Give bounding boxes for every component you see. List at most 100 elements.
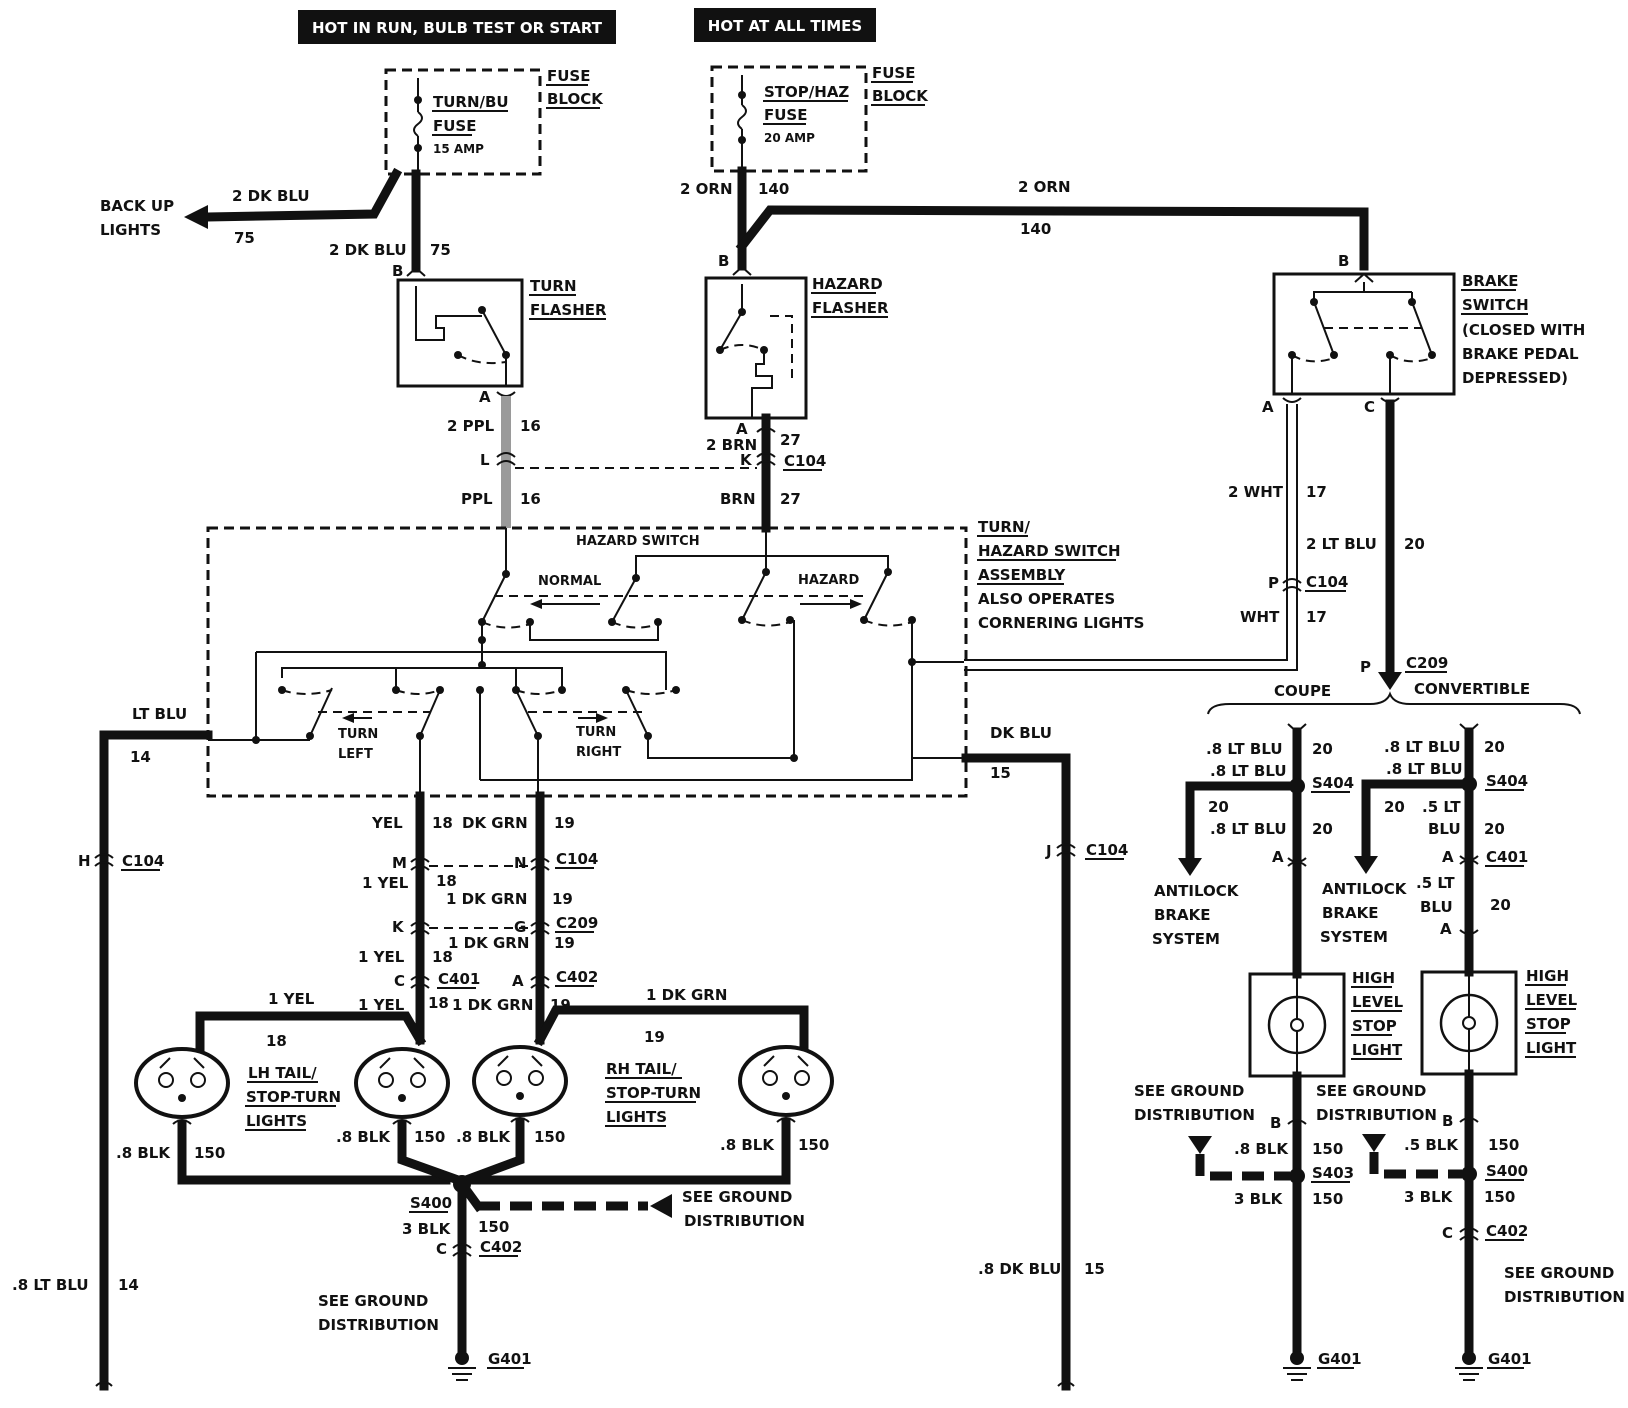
main-circuit: 150 <box>478 1218 509 1236</box>
coupe-abs2: BRAKE <box>1154 906 1210 924</box>
conv-abs2: BRAKE <box>1322 904 1378 922</box>
hazard-flasher-line2: FLASHER <box>812 299 889 317</box>
fuse-right-name1: STOP/HAZ <box>764 83 849 101</box>
conv-w1: .8 LT BLU <box>1384 738 1461 756</box>
main-see2: DISTRIBUTION <box>684 1212 805 1230</box>
conv-w3a: .5 LT <box>1422 798 1461 816</box>
main-ground-id: G401 <box>488 1350 532 1368</box>
conv-c3: 20 <box>1484 820 1505 838</box>
turn-left-label1: TURN <box>338 727 378 742</box>
g4-circuit: 150 <box>798 1136 829 1154</box>
grn-w3: 1 DK GRN <box>448 934 529 952</box>
g3-wire: .8 BLK <box>456 1128 511 1146</box>
fuse-left-name1: TURN/BU <box>433 93 509 111</box>
brake-switch-line1: BRAKE <box>1462 272 1518 290</box>
header-all-times: HOT AT ALL TIMES <box>694 8 876 42</box>
fuse-right-name2: FUSE <box>764 106 807 124</box>
ppl-lower-circuit: 16 <box>520 490 541 508</box>
conv-lamp2: LEVEL <box>1526 991 1578 1009</box>
coupe-see1: SEE GROUND <box>1134 1082 1244 1100</box>
yel-w3: 1 YEL <box>358 948 405 966</box>
lamp-rh-inner <box>472 1045 568 1117</box>
conv-conn-c: C402 <box>1486 1222 1528 1240</box>
conv-w4a: .5 LT <box>1416 874 1455 892</box>
main-ground: SEE GROUND DISTRIBUTION S400 3 BLK 150 C… <box>318 1177 805 1381</box>
grn-pin2: G <box>514 918 526 936</box>
lamp-lh-inner <box>354 1047 450 1119</box>
switch-title4: ALSO OPERATES <box>978 590 1115 608</box>
coupe-bw: 3 BLK <box>1234 1190 1284 1208</box>
grn-conn2: C209 <box>556 914 598 932</box>
turn-right-label1: TURN <box>576 725 616 740</box>
rh-line3: LIGHTS <box>606 1108 667 1126</box>
brake-wht-connector: C104 <box>1306 573 1348 591</box>
yel-c-lamp: 18 <box>266 1032 287 1050</box>
brn-lower-label: BRN <box>720 490 756 508</box>
turn-flasher-pin-out: A <box>479 388 491 406</box>
grn-conn1: C104 <box>556 850 598 868</box>
conv-abs3: SYSTEM <box>1320 928 1388 946</box>
switch-title2: HAZARD SWITCH <box>978 542 1121 560</box>
left-feed-circuit: 14 <box>130 748 151 766</box>
coupe-pin: A <box>1272 848 1284 866</box>
main-see-low1: SEE GROUND <box>318 1292 428 1310</box>
backup-wire: 2 DK BLU <box>232 187 310 205</box>
switch-title5: CORNERING LIGHTS <box>978 614 1144 632</box>
g2-wire: .8 BLK <box>336 1128 391 1146</box>
main-see-low2: DISTRIBUTION <box>318 1316 439 1334</box>
conv-see2: DISTRIBUTION <box>1504 1288 1625 1306</box>
yel-w-lamp: 1 YEL <box>268 990 315 1008</box>
lamp-lh-outer <box>134 1047 230 1119</box>
turn-flasher-line1: TURN <box>530 277 577 295</box>
hazard-flasher-pin-in: B <box>718 252 729 270</box>
coupe-see2: DISTRIBUTION <box>1134 1106 1255 1124</box>
g2-circuit: 150 <box>414 1128 445 1146</box>
coupe-ground: G401 <box>1318 1350 1362 1368</box>
hazard-flasher-circuit-in: 140 <box>758 180 789 198</box>
coupe-splice: S404 <box>1312 774 1354 792</box>
right-feed-circuit-low: 15 <box>1084 1260 1105 1278</box>
yel-pin3: C <box>394 972 405 990</box>
brake-ltblu-wire: 2 LT BLU 20 P C209 COUPE CONVERTIBLE <box>1207 399 1581 715</box>
coupe-abs1: ANTILOCK <box>1154 882 1240 900</box>
g1-wire: .8 BLK <box>116 1144 171 1162</box>
convertible-label: CONVERTIBLE <box>1414 680 1530 698</box>
grn-c2: 19 <box>552 890 573 908</box>
lh-line1: LH TAIL/ <box>248 1064 317 1082</box>
yel-w1: YEL <box>371 814 403 832</box>
conv-pin-c: C <box>1442 1224 1453 1242</box>
turn-flasher-pin-in: B <box>392 262 403 280</box>
yel-w4: 1 YEL <box>358 996 405 1014</box>
brake-switch-pin-in: B <box>1338 252 1349 270</box>
lamp-rh-outer <box>738 1045 834 1117</box>
lh-line2: STOP-TURN <box>246 1088 341 1106</box>
normal-label: NORMAL <box>538 574 601 589</box>
main-connector: C402 <box>480 1238 522 1256</box>
grn-w4: 1 DK GRN <box>452 996 533 1014</box>
grn-w1: DK GRN <box>462 814 528 832</box>
brake-switch-line3: (CLOSED WITH <box>1462 321 1585 339</box>
grn-c1: 19 <box>554 814 575 832</box>
lamp-ground-wires: .8 BLK 150 .8 BLK 150 .8 BLK 150 .8 BLK … <box>116 1117 829 1193</box>
conv-c1: 20 <box>1484 738 1505 756</box>
switch-title3: ASSEMBLY <box>978 566 1066 584</box>
fuse-block-right: STOP/HAZ FUSE 20 AMP FUSE BLOCK <box>710 64 929 173</box>
left-feed-pin: H <box>78 852 91 870</box>
brake-feed-wire: 2 ORN <box>1018 178 1071 196</box>
coupe-abs3: SYSTEM <box>1152 930 1220 948</box>
rh-lights-label: RH TAIL/ STOP-TURN LIGHTS <box>605 1060 701 1127</box>
coupe-lamp2: LEVEL <box>1352 993 1404 1011</box>
coupe-abs-circuit: 20 <box>1208 798 1229 816</box>
ppl-wire: 2 PPL 16 L PPL 16 <box>447 396 541 528</box>
grn-pin1: N <box>514 854 527 872</box>
c104-pin-k: K <box>740 451 753 469</box>
brake-c-wire: 2 LT BLU <box>1306 535 1377 553</box>
header-run-bulb-start-text: HOT IN RUN, BULB TEST OR START <box>312 19 603 37</box>
brake-switch-line2: SWITCH <box>1462 296 1529 314</box>
main-wire: 3 BLK <box>402 1220 452 1238</box>
brake-wht-wire2: WHT <box>1240 608 1280 626</box>
brake-wht-wire: 2 WHT 17 P C104 WHT 17 <box>964 404 1348 671</box>
brake-wht-wire1: 2 WHT <box>1228 483 1284 501</box>
conv-w3b: BLU <box>1428 820 1461 838</box>
coupe-label: COUPE <box>1274 682 1331 700</box>
